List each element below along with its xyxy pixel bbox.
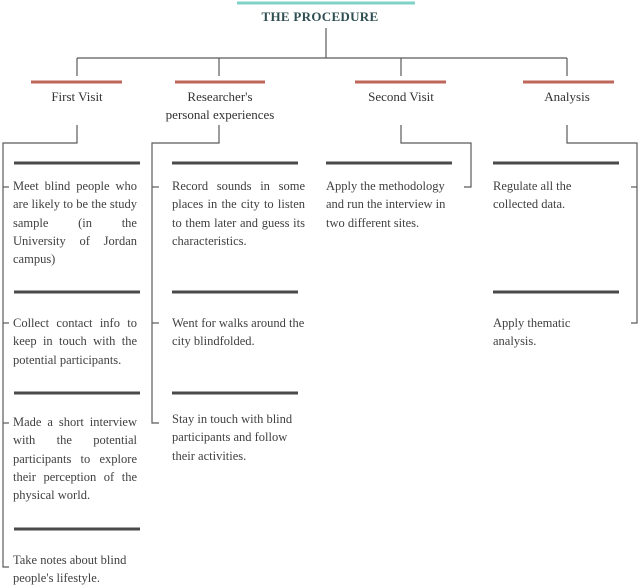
header-analysis: Analysis (544, 89, 590, 104)
header-researcher-line2: personal experiences (165, 107, 275, 122)
analysis-item-2: Apply thematic analysis. (493, 316, 571, 349)
second-visit-item-1: Apply the methodology and run the interv… (326, 179, 446, 230)
first-visit-item-1: Meet blind people who are likely to be t… (13, 179, 137, 267)
header-second-visit: Second Visit (368, 89, 434, 104)
first-visit-item-4: Take notes about blind people's lifestyl… (13, 553, 127, 586)
column-connectors (2, 125, 638, 568)
item-bars (14, 161, 619, 531)
header-first-visit: First Visit (51, 89, 103, 104)
diagram-title: THE PROCEDURE (261, 9, 379, 24)
researcher-item-2: Went for walks around the city blindfold… (172, 316, 305, 349)
analysis-item-1: Regulate all the collected data. (493, 179, 572, 212)
researcher-item-1: Record sounds in some places in the city… (172, 179, 305, 248)
top-connectors (76, 28, 568, 76)
researcher-item-3: Stay in touch with blind participants an… (172, 412, 293, 463)
first-visit-item-2: Collect contact info to keep in touch wi… (13, 316, 137, 367)
header-researcher-line1: Researcher's (187, 89, 253, 104)
first-visit-item-3: Made a short interview with the potentia… (13, 415, 137, 503)
